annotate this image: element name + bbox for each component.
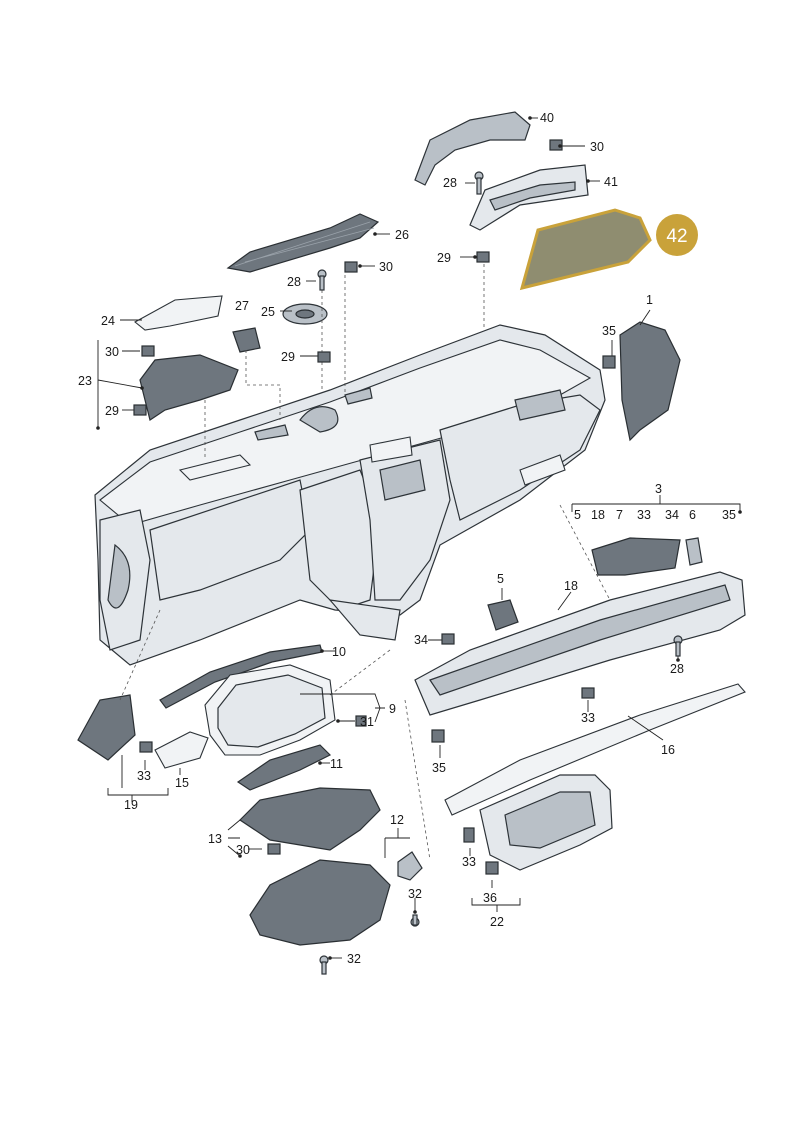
part-label: 34	[665, 508, 679, 522]
part-19-vent	[77, 694, 136, 761]
fasteners	[133, 139, 683, 975]
dashboard-carrier	[94, 324, 606, 666]
part-label: 40	[540, 111, 554, 125]
badge-number: 42	[666, 226, 687, 247]
part-16-trim-strip	[444, 683, 746, 816]
leader-dots	[96, 116, 742, 960]
part-label: 13	[208, 832, 222, 846]
part-label: 35	[722, 508, 736, 522]
part-24-frame	[134, 295, 223, 331]
part-label: 32	[347, 952, 361, 966]
part-label: 12	[390, 813, 404, 827]
badge-circle	[656, 214, 698, 256]
part-label: 35	[432, 761, 446, 775]
part-label: 3	[655, 482, 662, 496]
assembly-lines	[119, 258, 611, 861]
clip-icon	[463, 827, 475, 843]
part-label: 16	[661, 743, 675, 757]
part-label: 23	[78, 374, 92, 388]
part-lower-cowl	[249, 859, 391, 946]
part-label: 9	[389, 702, 396, 716]
part-label: 41	[604, 175, 618, 189]
part-label: 35	[602, 324, 616, 338]
part-label: 34	[414, 633, 428, 647]
clip-icon	[133, 404, 147, 416]
part-label: 7	[616, 508, 623, 522]
part-label: 27	[235, 299, 249, 313]
clip-icon	[476, 251, 490, 263]
part-label: 33	[462, 855, 476, 869]
part-23-switch-assembly	[139, 354, 239, 421]
part-label: 18	[591, 508, 605, 522]
part-label: 10	[332, 645, 346, 659]
part-label: 30	[590, 140, 604, 154]
part-label: 6	[689, 508, 696, 522]
part-label: 11	[330, 757, 343, 771]
clip-icon	[139, 741, 153, 753]
part-label: 19	[124, 798, 138, 812]
part-label: 18	[564, 579, 578, 593]
part-label: 1	[646, 293, 653, 307]
part-40-upper-trim	[414, 111, 531, 186]
part-9-cluster-frame	[204, 664, 336, 756]
clip-icon	[581, 687, 595, 699]
clip-icon	[549, 139, 563, 151]
part-label: 5	[574, 508, 581, 522]
screw-icon	[319, 955, 329, 975]
part-42-highlighted-panel	[519, 208, 652, 291]
part-label: 28	[443, 176, 457, 190]
part-1-side-cover	[619, 321, 681, 442]
part-label: 29	[105, 404, 119, 418]
part-label: 25	[261, 305, 275, 319]
part-label: 22	[490, 915, 504, 929]
clip-icon	[431, 729, 445, 743]
part-11-trim	[236, 744, 332, 791]
clip-icon	[485, 861, 499, 875]
part-label: 30	[105, 345, 119, 359]
clip-icon	[441, 633, 455, 645]
part-label: 36	[483, 891, 497, 905]
part-41-bracket	[469, 164, 589, 231]
part-13-upper-cowl	[239, 787, 381, 851]
part-27-switch	[232, 327, 261, 353]
part-3-vent-strip	[414, 571, 746, 716]
part-12-switch	[397, 851, 423, 881]
clip-icon	[602, 355, 616, 369]
part-22-display-surround	[479, 774, 613, 871]
part-26-speaker-grille	[226, 213, 380, 273]
part-label: 30	[236, 843, 250, 857]
part-25-speaker	[282, 303, 328, 325]
clip-icon	[267, 843, 281, 855]
part-label: 31	[360, 715, 374, 729]
part-label: 32	[408, 887, 422, 901]
part-label: 33	[637, 508, 651, 522]
screw-icon	[317, 269, 327, 291]
part-label: 5	[497, 572, 504, 586]
clip-icon	[317, 351, 331, 363]
part-label: 30	[379, 260, 393, 274]
part-label: 29	[437, 251, 451, 265]
part-label: 33	[137, 769, 151, 783]
part-label: 33	[581, 711, 595, 725]
screw-icon	[474, 171, 484, 195]
part-label: 29	[281, 350, 295, 364]
part-label: 15	[175, 776, 189, 790]
part-label: 28	[287, 275, 301, 289]
part-7-vent	[591, 537, 681, 576]
part-label: 26	[395, 228, 409, 242]
part-label: 24	[101, 314, 115, 328]
leader-lines	[97, 117, 741, 959]
part-15-cover	[154, 731, 209, 769]
screw-icon	[673, 635, 683, 657]
part-labels: 40 30 28 41 26 30 29 28 25 27 24 30 23 2…	[78, 111, 736, 966]
clip-icon	[344, 261, 358, 273]
part-42-badge[interactable]: 42	[656, 214, 698, 256]
clip-icon	[355, 715, 367, 727]
clip-icon	[141, 345, 155, 357]
part-5-bracket	[487, 599, 519, 631]
screw-icon	[410, 914, 420, 927]
part-6-clip	[685, 537, 703, 566]
part-label: 28	[670, 662, 684, 676]
